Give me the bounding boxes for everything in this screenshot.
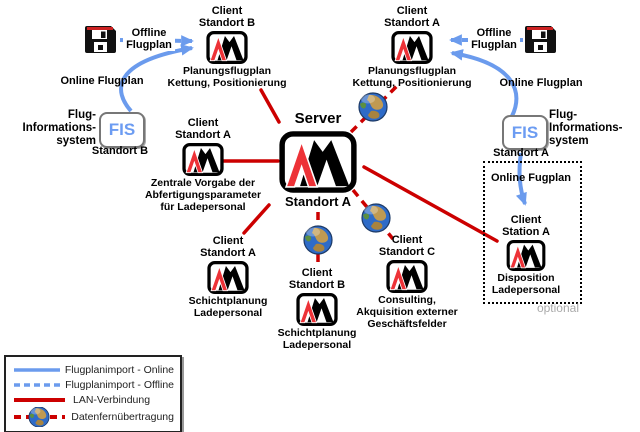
fis-location-left: Standort B <box>91 145 149 157</box>
optional-note: optional <box>536 301 579 315</box>
client-title: Client <box>391 234 423 246</box>
client-subtitle: Standort A <box>175 129 231 141</box>
lan-line-client-bottomleft <box>242 203 271 235</box>
blue-dashed-line-sample <box>14 382 61 387</box>
client-node-midleft: Client Standort A Zentrale Vorgabe der A… <box>133 117 273 213</box>
client-title: Client <box>510 214 542 226</box>
floppy-disk-icon <box>85 26 116 53</box>
online-flugplan-arrow-left <box>119 44 194 113</box>
offline-flugplan-label-left: Offline Flugplan <box>123 27 175 51</box>
client-subtitle: Station A <box>502 226 550 238</box>
legend-label: Flugplanimport - Online <box>64 363 174 376</box>
client-caption: Schichtplanung Ladepersonal <box>277 327 357 351</box>
server-node: Server Standort A <box>258 111 378 209</box>
fis-label: FIS <box>108 120 136 139</box>
client-logo-icon <box>386 260 428 293</box>
client-title: Client <box>211 5 243 17</box>
client-subtitle: Standort C <box>378 246 436 258</box>
fis-system-label-left: Flug- Informations- system <box>22 109 96 147</box>
fis-label: FIS <box>511 122 539 142</box>
client-node-topright: Client Standort A Planungsflugplan Kettu… <box>342 5 482 89</box>
fis-system-label-right: Flug- Informations- system <box>549 109 623 147</box>
client-caption: Consulting, Akquisition externer Geschäf… <box>356 294 458 330</box>
fis-box-right: FIS <box>502 115 548 150</box>
client-node-topleft: Client Standort B Planungsflugplan Kettu… <box>157 5 297 89</box>
client-subtitle: Standort B <box>288 279 346 291</box>
client-logo-icon <box>296 293 338 326</box>
legend-item-dfu: Datenfernübertragung <box>12 407 174 427</box>
client-node-bottommid: Client Standort B Schichtplanung Ladeper… <box>247 267 387 351</box>
client-caption: Planungsflugplan Kettung, Positionierung <box>167 65 287 89</box>
online-fugplan-arrow-down <box>515 152 527 206</box>
client-title: Client <box>212 235 244 247</box>
legend-label: Datenfernübertragung <box>71 411 174 423</box>
legend-label: LAN-Verbindung <box>73 393 151 406</box>
legend-box: Flugplanimport - Online Flugplanimport -… <box>4 355 182 432</box>
client-node-bottomleft: Client Standort A Schichtplanung Ladeper… <box>158 235 298 319</box>
optional-group-box <box>483 161 582 304</box>
offline-flugplan-label-right: Offline Flugplan <box>468 27 520 51</box>
globe-icon <box>28 407 50 427</box>
client-caption: Disposition Ladepersonal <box>491 272 561 296</box>
client-logo-icon <box>391 31 433 64</box>
client-title: Client <box>396 5 428 17</box>
globe-icon <box>303 225 333 255</box>
blue-solid-line-sample <box>14 367 60 372</box>
client-title: Client <box>187 117 219 129</box>
optional-box-title: Online Fugplan <box>490 172 572 184</box>
client-logo-icon <box>182 143 224 176</box>
legend-item-lan: LAN-Verbindung <box>12 392 174 407</box>
red-dashed-globe-sample <box>14 407 65 427</box>
online-flugplan-arrow-right <box>450 49 519 117</box>
client-node-disposition: Client Station A Disposition Ladepersona… <box>466 214 586 296</box>
lan-line-client-topleft <box>259 88 281 124</box>
legend-item-offline: Flugplanimport - Offline <box>12 377 174 392</box>
client-caption: Zentrale Vorgabe der Abfertigungsparamet… <box>144 177 262 213</box>
legend-item-online: Flugplanimport - Online <box>12 362 174 377</box>
server-logo-icon <box>279 131 357 193</box>
client-subtitle: Standort B <box>198 17 256 29</box>
legend-label: Flugplanimport - Offline <box>65 378 174 391</box>
server-subtitle: Standort A <box>285 194 351 209</box>
client-logo-icon <box>207 261 249 294</box>
client-subtitle: Standort A <box>200 247 256 259</box>
online-flugplan-label-left: Online Flugplan <box>60 75 144 87</box>
client-caption: Planungsflugplan Kettung, Positionierung <box>352 65 472 89</box>
floppy-disk-icon <box>525 26 556 53</box>
red-solid-line-sample <box>14 397 65 402</box>
client-node-c: Client Standort C Consulting, Akquisitio… <box>337 234 477 330</box>
client-caption: Schichtplanung Ladepersonal <box>188 295 268 319</box>
server-title: Server <box>294 110 342 127</box>
client-title: Client <box>301 267 333 279</box>
client-logo-icon <box>506 240 546 271</box>
client-logo-icon <box>206 31 248 64</box>
online-flugplan-label-right: Online Flugplan <box>499 77 583 89</box>
client-subtitle: Standort A <box>384 17 440 29</box>
fis-location-right: Standort A <box>493 147 549 159</box>
fis-box-left: FIS <box>99 112 145 148</box>
